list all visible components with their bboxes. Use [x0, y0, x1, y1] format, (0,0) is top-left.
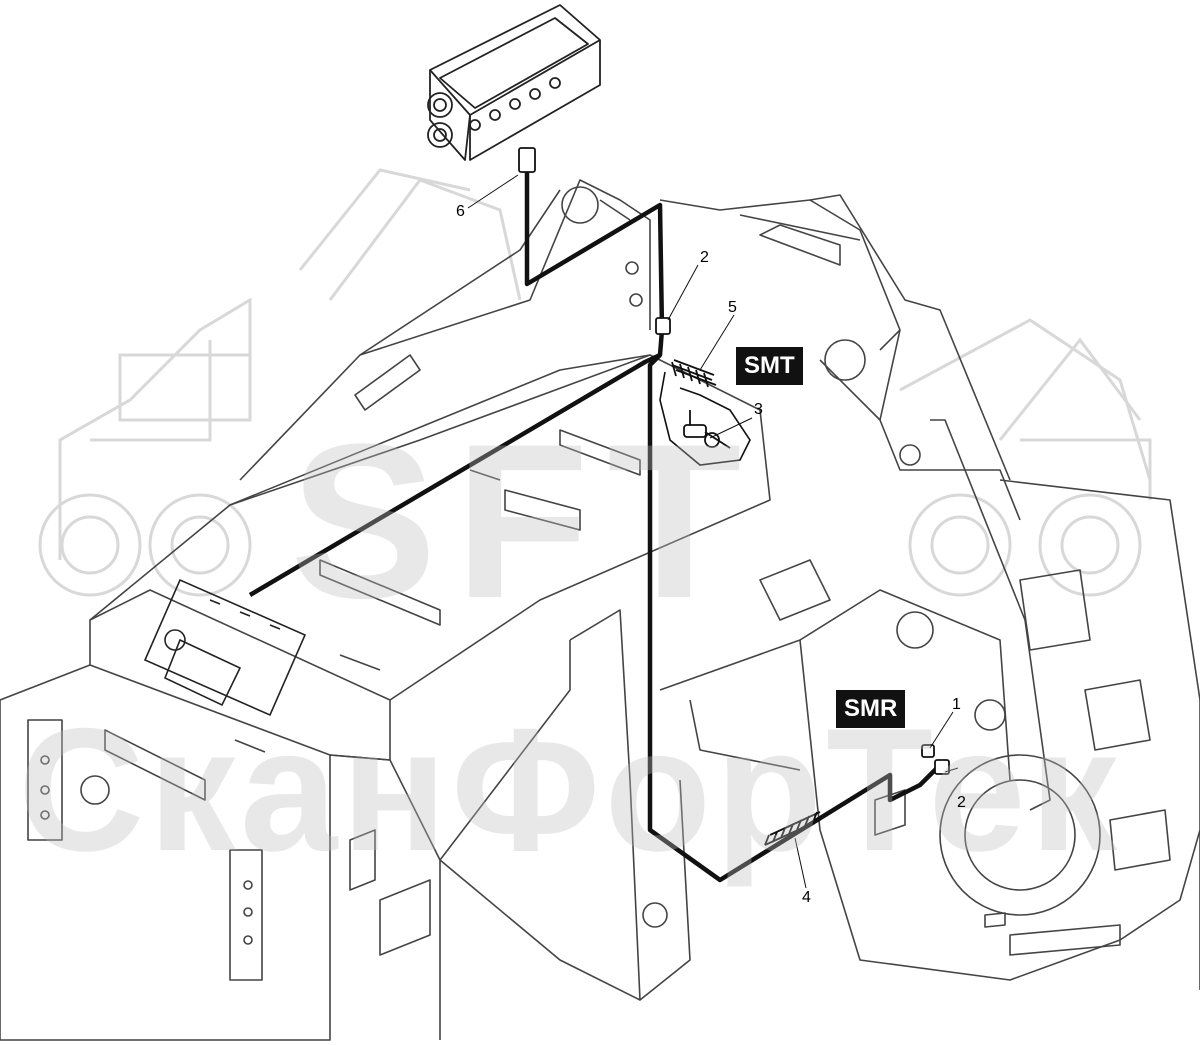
tag-smr: SMR — [836, 690, 906, 728]
callout-3: 3 — [754, 401, 763, 418]
cable-harness — [248, 170, 942, 883]
callout-2-bottom: 2 — [957, 794, 966, 811]
spring-5 — [671, 359, 717, 388]
controller-unit — [143, 578, 307, 717]
spring-4 — [764, 811, 821, 846]
junction-box — [427, 4, 601, 161]
callout-1: 1 — [952, 696, 961, 713]
tag-smt: SMT — [736, 347, 803, 385]
machine-frame — [0, 179, 1200, 1041]
connector-2-top — [655, 317, 671, 335]
leader-lines — [467, 174, 959, 889]
sensor-wire — [659, 371, 751, 466]
callout-2-top: 2 — [700, 249, 709, 266]
connector-2-bottom — [934, 759, 950, 775]
callout-5: 5 — [728, 299, 737, 316]
callout-6: 6 — [456, 203, 465, 220]
watermark-vehicle-outline — [38, 168, 1152, 597]
connector-1 — [921, 744, 935, 758]
connector-6 — [518, 147, 536, 173]
connector-parts — [518, 147, 950, 846]
callout-4: 4 — [802, 889, 811, 906]
sensor-3 — [683, 410, 731, 449]
